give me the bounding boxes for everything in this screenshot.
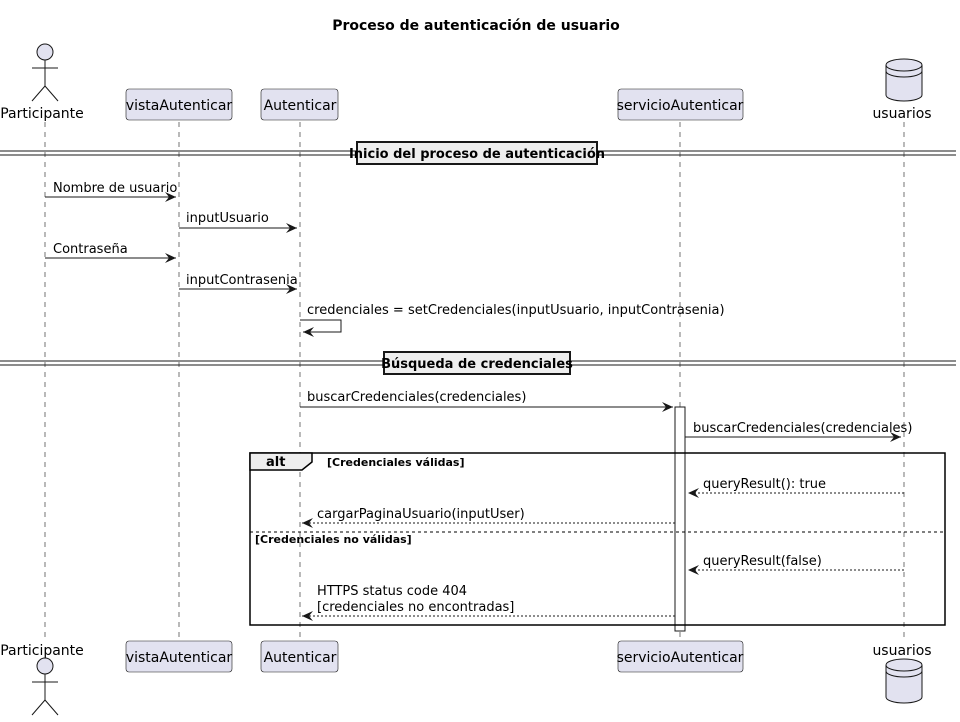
message-label: queryResult(false) [703, 554, 822, 569]
database-icon [885, 58, 923, 102]
divider-inicio: Inicio del proceso de autenticación [0, 141, 956, 165]
message-label: buscarCredenciales(credenciales) [307, 390, 526, 405]
message-query-result-false: queryResult(false) [688, 554, 904, 575]
message-nombre-usuario: Nombre de usuario [45, 181, 177, 202]
message-label: cargarPaginaUsuario(inputUser) [317, 507, 525, 522]
message-buscar-credenciales-1: buscarCredenciales(credenciales) [300, 390, 673, 412]
message-query-result-true: queryResult(): true [688, 477, 904, 498]
participant-vista-top: vistaAutenticar [125, 88, 233, 121]
message-label: queryResult(): true [703, 477, 826, 492]
message-label: inputUsuario [186, 211, 269, 226]
participant-label: Autenticar [264, 98, 337, 114]
database-icon [885, 658, 923, 704]
message-label: inputContrasenia [186, 273, 298, 288]
message-cargar-pagina-usuario: cargarPaginaUsuario(inputUser) [302, 507, 675, 528]
message-label: Contraseña [53, 242, 128, 257]
participant-autenticar-bottom: Autenticar [260, 640, 339, 673]
participant-label: Autenticar [264, 650, 337, 666]
message-input-usuario: inputUsuario [179, 211, 297, 233]
actor-icon [31, 43, 59, 102]
divider-busqueda: Búsqueda de credenciales [0, 351, 956, 375]
message-label-line-2: [credenciales no encontradas] [317, 600, 514, 615]
message-label: Nombre de usuario [53, 181, 177, 196]
message-set-credenciales: credenciales = setCredenciales(inputUsua… [300, 303, 725, 337]
alt-fragment: alt [Credenciales válidas] [Credenciales… [249, 452, 946, 626]
participant-label: Participante [0, 643, 84, 659]
divider-label: Inicio del proceso de autenticación [349, 147, 605, 162]
participant-vista-bottom: vistaAutenticar [125, 640, 233, 673]
activation-bar-servicio [674, 406, 686, 632]
participant-label: vistaAutenticar [126, 650, 233, 666]
alt-keyword: alt [266, 455, 285, 470]
participant-servicio-bottom: servicioAutenticar [617, 640, 744, 673]
actor-participante-top: Participante [0, 43, 84, 122]
participant-label: servicioAutenticar [617, 98, 744, 114]
participant-label: Participante [0, 106, 84, 122]
diagram-title: Proceso de autenticación de usuario [332, 18, 620, 34]
participant-label: servicioAutenticar [617, 650, 744, 666]
participant-label: usuarios [872, 106, 931, 122]
message-input-contrasenia: inputContrasenia [179, 273, 298, 294]
message-label: buscarCredenciales(credenciales) [693, 421, 912, 436]
message-buscar-credenciales-2: buscarCredenciales(credenciales) [685, 421, 912, 442]
alt-guard-invalid: [Credenciales no válidas] [255, 533, 412, 546]
divider-label: Búsqueda de credenciales [381, 357, 573, 372]
participant-label: usuarios [872, 643, 931, 659]
participant-autenticar-top: Autenticar [260, 88, 339, 121]
message-label-line-1: HTTPS status code 404 [317, 584, 467, 599]
message-https-404: HTTPS status code 404 [credenciales no e… [302, 584, 675, 621]
participant-servicio-top: servicioAutenticar [617, 88, 744, 121]
participant-label: vistaAutenticar [126, 98, 233, 114]
database-usuarios-bottom: usuarios [872, 643, 932, 704]
message-label: credenciales = setCredenciales(inputUsua… [307, 303, 725, 318]
message-contrasena: Contraseña [45, 242, 176, 263]
alt-guard-valid: [Credenciales válidas] [327, 456, 464, 469]
actor-participante-bottom: Participante [0, 643, 84, 716]
database-usuarios-top: usuarios [872, 58, 932, 122]
actor-icon [31, 657, 59, 716]
